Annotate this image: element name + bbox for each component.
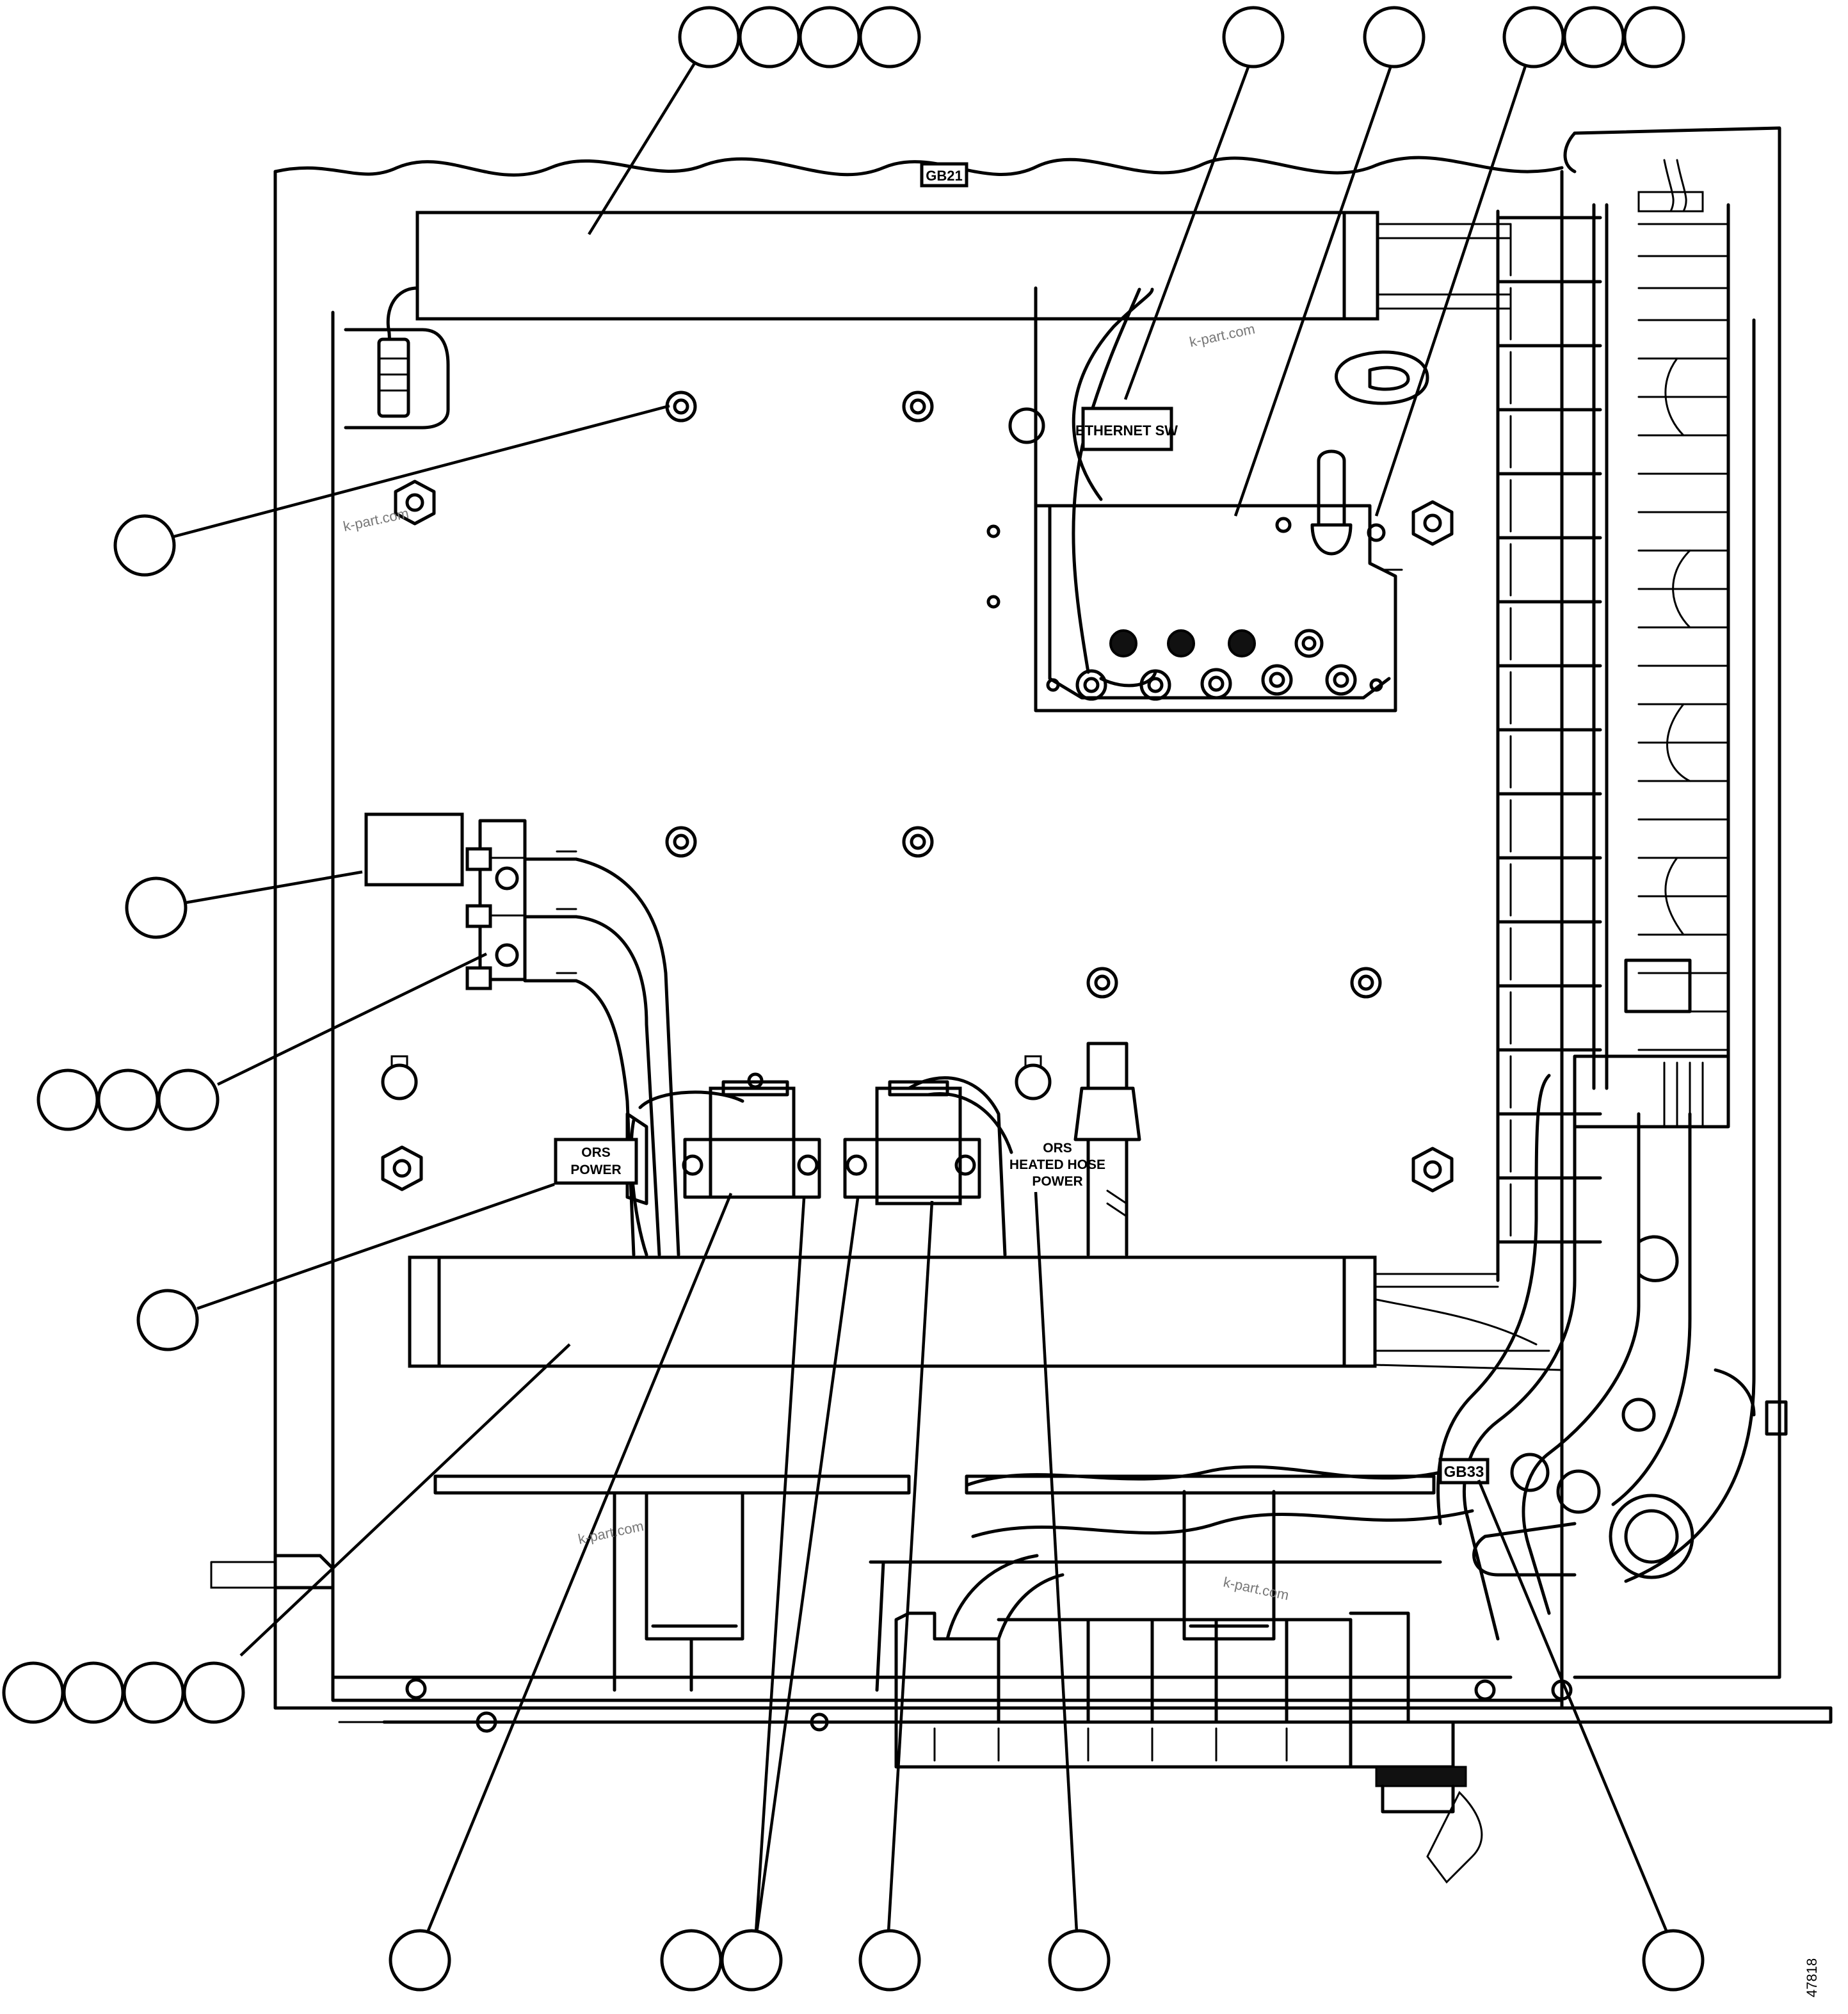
watermarks: k-part.com k-part.com k-part.com k-part.… <box>342 321 1290 1604</box>
enclosure <box>273 126 1833 1724</box>
callout-balloon <box>122 1661 185 1724</box>
callout-balloon <box>720 1929 783 1992</box>
callout-balloon <box>125 876 188 939</box>
ors-power-line2: POWER <box>570 1163 621 1177</box>
ors-heated-hose-tag: ORS HEATED HOSE POWER <box>1009 1141 1105 1189</box>
callout-balloon <box>798 6 861 68</box>
ors-power-relay <box>625 1072 821 1257</box>
ors-power-tag: ORS POWER <box>554 1138 638 1185</box>
bottom-wire-duct <box>408 1255 1563 1371</box>
figure-number: 47818 <box>1804 1958 1820 1997</box>
gb33-label: GB33 <box>1444 1463 1484 1481</box>
watermark: k-part.com <box>1222 1574 1290 1603</box>
callout-balloon <box>858 6 921 68</box>
callout-balloon <box>1363 6 1426 68</box>
watermark: k-part.com <box>342 505 410 535</box>
ors-power-line1: ORS <box>581 1145 611 1160</box>
top-wire-duct: GB21 <box>415 162 1512 321</box>
callout-balloon <box>113 514 176 577</box>
callout-balloon <box>738 6 801 68</box>
callout-balloon <box>1563 6 1625 68</box>
callout-balloon <box>389 1929 451 1992</box>
callout-balloon <box>1623 6 1685 68</box>
bottom-connectors <box>405 1611 1573 1884</box>
ors-hose-line3: POWER <box>1032 1174 1082 1189</box>
hose-connector <box>1073 1042 1141 1257</box>
callout-balloon <box>1502 6 1565 68</box>
callout-balloon <box>136 1289 199 1351</box>
callout-balloon <box>36 1068 99 1131</box>
watermark: k-part.com <box>577 1518 645 1547</box>
leader-lines <box>173 59 1669 1943</box>
callout-balloon <box>182 1661 245 1724</box>
callout-balloon <box>2 1661 65 1724</box>
callout-balloons <box>2 6 1705 1992</box>
sensor-connector <box>344 286 450 430</box>
right-terminal-strip <box>1496 159 1756 1282</box>
callout-balloon <box>97 1068 159 1131</box>
callout-balloon <box>858 1929 921 1992</box>
callout-balloon <box>62 1661 125 1724</box>
callout-balloon <box>1048 1929 1111 1992</box>
watermark: k-part.com <box>1188 321 1257 350</box>
ors-heated-hose-relay <box>843 1076 1013 1257</box>
lower-shelves <box>210 1474 1442 1692</box>
ors-hose-line1: ORS <box>1043 1141 1072 1156</box>
callout-balloon <box>660 1929 723 1992</box>
ors-hose-line2: HEATED HOSE <box>1009 1157 1105 1172</box>
left-relay-bracket <box>364 812 680 1257</box>
callout-balloon <box>1642 1929 1705 1992</box>
callout-balloon <box>678 6 741 68</box>
gb21-label: GB21 <box>926 168 962 184</box>
ethernet-switch-module: ETHERNET SW <box>986 286 1403 713</box>
cable-harness: GB33 <box>945 1061 1788 1641</box>
mounting-studs <box>381 350 1454 1193</box>
callout-balloon <box>1222 6 1285 68</box>
ethernet-sw-label: ETHERNET SW <box>1075 423 1178 439</box>
callout-balloon <box>157 1068 220 1131</box>
